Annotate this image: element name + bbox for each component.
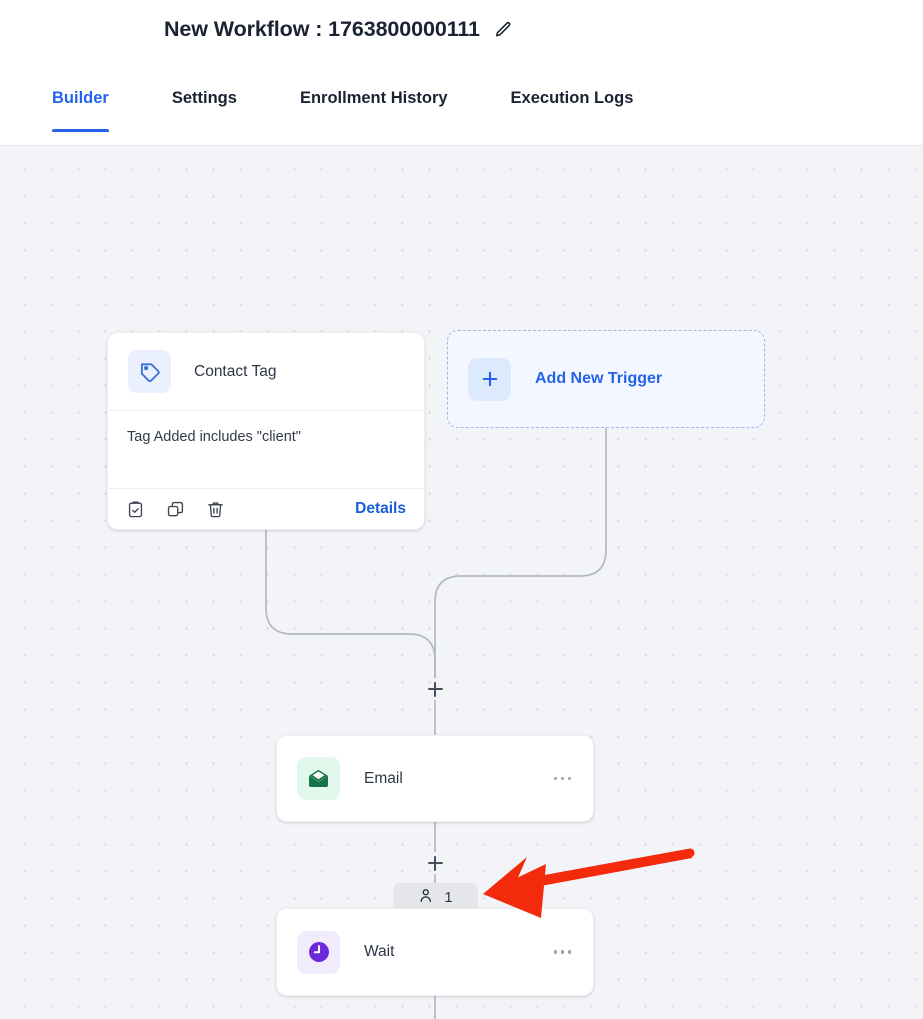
trigger-condition-text: Tag Added includes "client" (127, 429, 301, 445)
trigger-node-footer: Details (108, 489, 424, 529)
trigger-node-body: Tag Added includes "client" (108, 411, 424, 489)
clipboard-check-icon[interactable] (126, 500, 145, 519)
trigger-action-buttons (126, 500, 225, 519)
page-header: New Workflow : 1763800000111 (0, 0, 923, 67)
workflow-canvas[interactable]: Contact Tag Tag Added includes "client" (0, 146, 923, 1019)
ellipsis-icon-email[interactable] (552, 771, 573, 786)
add-step-button-above-wait[interactable] (424, 852, 446, 874)
add-new-trigger-button[interactable]: Add New Trigger (447, 330, 765, 428)
tab-bar: Builder Settings Enrollment History Exec… (0, 67, 923, 146)
trash-icon[interactable] (206, 500, 225, 519)
tab-list: Builder Settings Enrollment History Exec… (52, 67, 634, 132)
trigger-node-title: Contact Tag (194, 362, 277, 380)
tag-icon (128, 350, 171, 393)
tab-settings[interactable]: Settings (171, 89, 237, 107)
clock-icon (297, 930, 340, 974)
tab-enrollment-history[interactable]: Enrollment History (299, 89, 448, 107)
action-node-wait[interactable]: Wait (276, 908, 594, 996)
action-node-email[interactable]: Email (276, 735, 594, 822)
action-node-label-wait: Wait (364, 943, 395, 960)
ellipsis-icon-wait[interactable] (552, 944, 573, 959)
copy-icon[interactable] (166, 500, 185, 519)
contact-count-value: 1 (444, 889, 453, 906)
page-title: New Workflow : 1763800000111 (164, 17, 480, 41)
action-node-label-email: Email (364, 769, 403, 787)
add-step-button-above-email[interactable] (424, 678, 446, 700)
tab-execution-logs[interactable]: Execution Logs (510, 89, 634, 107)
envelope-icon (297, 757, 340, 800)
pencil-icon[interactable] (493, 19, 514, 40)
plus-icon (468, 357, 511, 401)
person-icon (418, 887, 435, 909)
add-new-trigger-label: Add New Trigger (535, 370, 663, 387)
trigger-details-link[interactable]: Details (355, 500, 406, 517)
trigger-node-contact-tag[interactable]: Contact Tag Tag Added includes "client" (107, 332, 425, 530)
contact-count-badge[interactable]: 1 (393, 883, 478, 912)
title-area: New Workflow : 1763800000111 (164, 17, 514, 42)
trigger-node-header: Contact Tag (108, 333, 424, 411)
tab-builder[interactable]: Builder (52, 67, 109, 132)
